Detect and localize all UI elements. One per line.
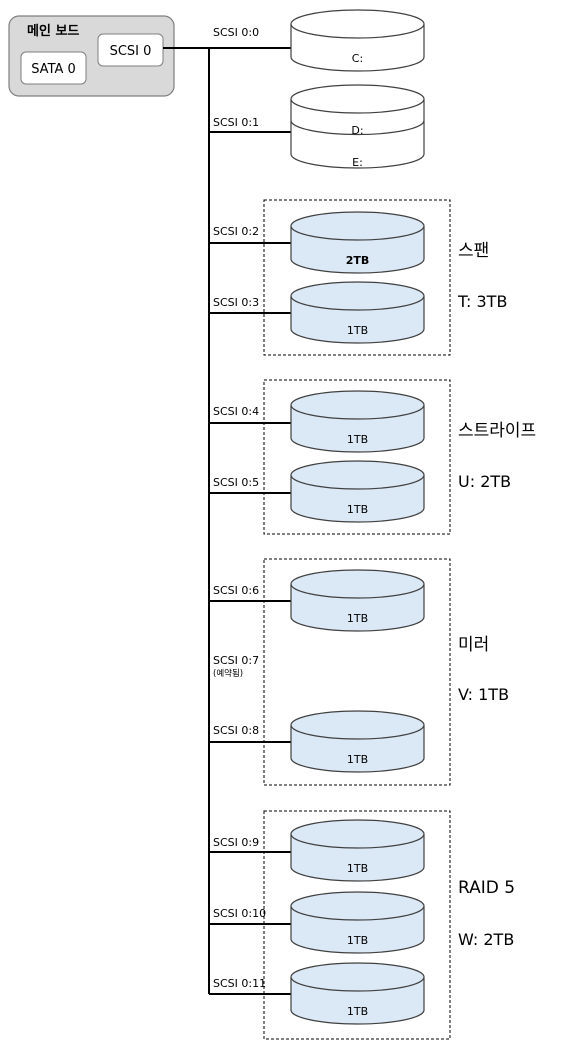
disk: 1TB xyxy=(290,819,425,882)
scsi-controller-box xyxy=(97,33,164,67)
disk-label-secondary: E: xyxy=(352,156,363,169)
group-volume-mirror: V: 1TB xyxy=(458,685,509,704)
disk: 1TB xyxy=(290,891,425,954)
motherboard-title: 메인 보드 xyxy=(27,23,79,39)
disk-label: 1TB xyxy=(347,433,368,446)
scsi-controller-label: SCSI 0 xyxy=(110,44,152,59)
port-label: SCSI 0:4 xyxy=(213,405,259,418)
port-label: SCSI 0:7 xyxy=(213,654,259,667)
disk-label: 1TB xyxy=(347,1005,368,1018)
disk-top xyxy=(290,891,425,921)
disk-label: 2TB xyxy=(346,254,370,267)
disk-top xyxy=(290,962,425,992)
group-volume-stripe: U: 2TB xyxy=(458,472,511,491)
group-box-stripe xyxy=(263,379,451,535)
disk-label: D: xyxy=(351,124,363,137)
disks: C: D: E: 2TB 1TB 1TB 1TB 1TB 1TB 1TB 1TB 1TB xyxy=(290,9,425,1025)
group-box-mirror xyxy=(263,558,451,786)
port-label: SCSI 0:8 xyxy=(213,724,259,737)
disk: 1TB xyxy=(290,569,425,632)
port-label: SCSI 0:6 xyxy=(213,584,259,597)
disk-top xyxy=(290,460,425,490)
disk-top xyxy=(290,211,425,241)
disk-top xyxy=(290,9,425,39)
group-volume-raid5: W: 2TB xyxy=(458,930,514,949)
disk-label: 1TB xyxy=(347,862,368,875)
motherboard: 메인 보드 SATA 0 SCSI 0 xyxy=(8,15,175,97)
group-volume-span: T: 3TB xyxy=(457,292,507,311)
disk-partition-line xyxy=(290,120,425,136)
disk: D: E: xyxy=(290,84,425,169)
disk-top xyxy=(290,569,425,599)
disk-label: C: xyxy=(352,52,363,65)
disk-top xyxy=(290,390,425,420)
port-label: SCSI 0:3 xyxy=(213,296,259,309)
sata-port-label: SATA 0 xyxy=(31,62,76,77)
disk: 1TB xyxy=(290,460,425,523)
volume-groups: 스팬 T: 3TB 스트라이프 U: 2TB 미러 V: 1TB RAID 5 … xyxy=(263,199,536,1040)
group-box-raid5 xyxy=(263,810,451,1040)
disk-label: 1TB xyxy=(347,753,368,766)
disk-top xyxy=(290,710,425,740)
group-name-raid5: RAID 5 xyxy=(458,878,515,898)
group-box-span xyxy=(263,199,451,356)
port-label: SCSI 0:0 xyxy=(213,26,259,39)
disk-label: 1TB xyxy=(347,612,368,625)
disk: 1TB xyxy=(290,390,425,453)
disk-label: 1TB xyxy=(347,934,368,947)
disk-top xyxy=(290,281,425,311)
scsi-bus xyxy=(163,47,210,994)
port-label: SCSI 0:10 xyxy=(213,907,266,920)
port-note: (예약됨) xyxy=(213,668,243,679)
disk-body xyxy=(290,99,425,169)
sata-port-box xyxy=(20,51,87,85)
port-label: SCSI 0:1 xyxy=(213,116,259,129)
disk: C: xyxy=(290,9,425,72)
disk: 1TB xyxy=(290,281,425,344)
port-label: SCSI 0:11 xyxy=(213,977,266,990)
port-label: SCSI 0:5 xyxy=(213,476,259,489)
disk-label: 1TB xyxy=(347,503,368,516)
port-label: SCSI 0:2 xyxy=(213,225,259,238)
disk-top xyxy=(290,819,425,849)
group-name-span: 스팬 xyxy=(458,241,489,261)
disk-top xyxy=(290,84,425,114)
port-label: SCSI 0:9 xyxy=(213,836,259,849)
disk-label: 1TB xyxy=(347,324,368,337)
group-name-stripe: 스트라이프 xyxy=(458,421,536,441)
disk: 2TB xyxy=(290,211,425,274)
disk: 1TB xyxy=(290,962,425,1025)
group-name-mirror: 미러 xyxy=(458,635,489,655)
disk: 1TB xyxy=(290,710,425,773)
